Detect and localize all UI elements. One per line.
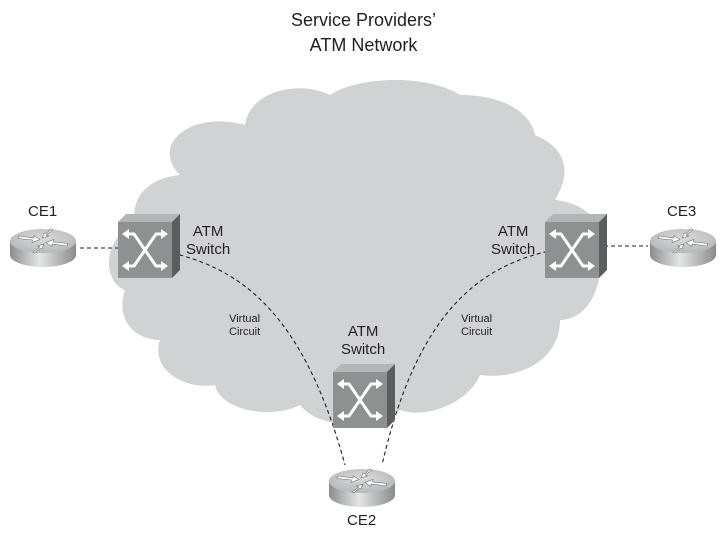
virtual-circuit-right-line2: Circuit bbox=[461, 326, 493, 338]
switch-left-label-line2: Switch bbox=[186, 241, 231, 258]
virtual-circuit-left-label: Virtual Circuit bbox=[229, 313, 260, 339]
ce2-label: CE2 bbox=[347, 512, 377, 529]
atm-network-cloud bbox=[108, 80, 604, 425]
switch-bottom-label: ATM Switch bbox=[341, 323, 385, 359]
virtual-circuit-left-line1: Virtual bbox=[229, 313, 261, 325]
ce1-label: CE1 bbox=[28, 203, 58, 220]
switch-left-label-line1: ATM bbox=[192, 223, 224, 240]
atm-switch-bottom bbox=[331, 362, 397, 430]
diagram-title-line2: ATM Network bbox=[309, 35, 418, 55]
router-ce2-icon bbox=[328, 468, 396, 508]
diagram-title-line1: Service Providers’ bbox=[290, 10, 437, 30]
switch-left-label: ATM Switch bbox=[186, 223, 230, 259]
switch-right-label-line1: ATM bbox=[497, 223, 529, 240]
router-ce1-icon bbox=[9, 228, 77, 268]
switch-right-label-line2: Switch bbox=[491, 241, 536, 258]
atm-switch-left bbox=[116, 212, 182, 280]
router-ce3-icon bbox=[649, 228, 717, 268]
virtual-circuit-right-line1: Virtual bbox=[461, 313, 493, 325]
switch-bottom-label-line2: Switch bbox=[341, 341, 386, 358]
atm-switch-right bbox=[543, 212, 609, 280]
switch-right-label: ATM Switch bbox=[491, 223, 535, 259]
switch-bottom-label-line1: ATM bbox=[347, 323, 379, 340]
ce3-label: CE3 bbox=[667, 203, 697, 220]
virtual-circuit-left-path bbox=[144, 247, 346, 466]
virtual-circuit-left-line2: Circuit bbox=[229, 326, 261, 338]
virtual-circuit-right-label: Virtual Circuit bbox=[461, 313, 492, 339]
